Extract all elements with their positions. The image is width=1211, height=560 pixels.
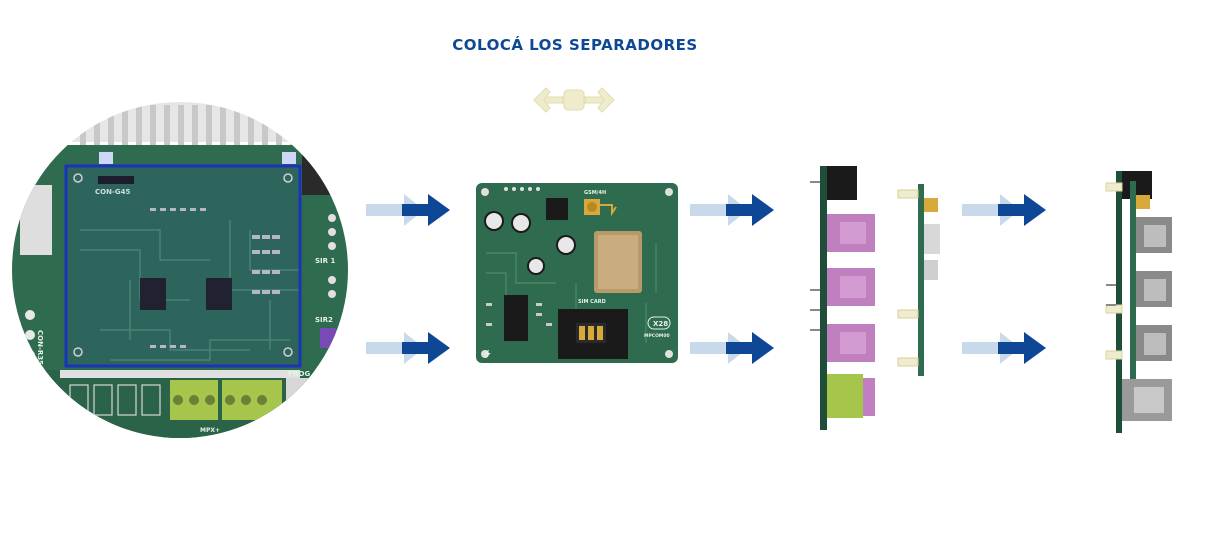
brand-logo: X28 xyxy=(653,320,668,328)
communication-module: GSM/4H SIM CARD X28 MPCOM00 ⭍ xyxy=(476,183,678,363)
page-title: COLOCÁ LOS SEPARADORES xyxy=(452,36,698,54)
spacer-icon xyxy=(533,87,615,113)
label-con-r35: CON-R35 xyxy=(36,330,44,365)
assembled-side-view xyxy=(1105,171,1172,433)
arrow-right-3 xyxy=(690,194,774,226)
label-antenna: GSM/4H xyxy=(584,190,606,196)
label-mpx: MPX+ xyxy=(200,427,220,434)
arrow-right-2 xyxy=(366,332,450,364)
arrow-right-5 xyxy=(962,194,1046,226)
capacitors xyxy=(484,211,576,275)
label-model: MPCOM00 xyxy=(644,333,670,339)
label-sir2: SIR2 xyxy=(315,316,333,324)
label-sim-card: SIM CARD xyxy=(578,299,606,305)
main-board-side-view xyxy=(810,166,875,430)
label-prog: PROG xyxy=(288,370,310,378)
arrow-right-6 xyxy=(962,332,1046,364)
label-con-g45: CON-G45 xyxy=(95,188,130,196)
terminal-block xyxy=(827,374,863,418)
grey-connectors xyxy=(1122,217,1172,421)
arrow-right-1 xyxy=(366,194,450,226)
usb-icon: ⭍ xyxy=(484,349,491,359)
main-board-circle: CON-R35 CON-G45 xyxy=(12,102,348,438)
arrow-right-4 xyxy=(690,332,774,364)
label-sir1: SIR 1 xyxy=(315,257,335,265)
module-side-view xyxy=(897,184,940,376)
module-slot-highlight xyxy=(64,164,302,368)
